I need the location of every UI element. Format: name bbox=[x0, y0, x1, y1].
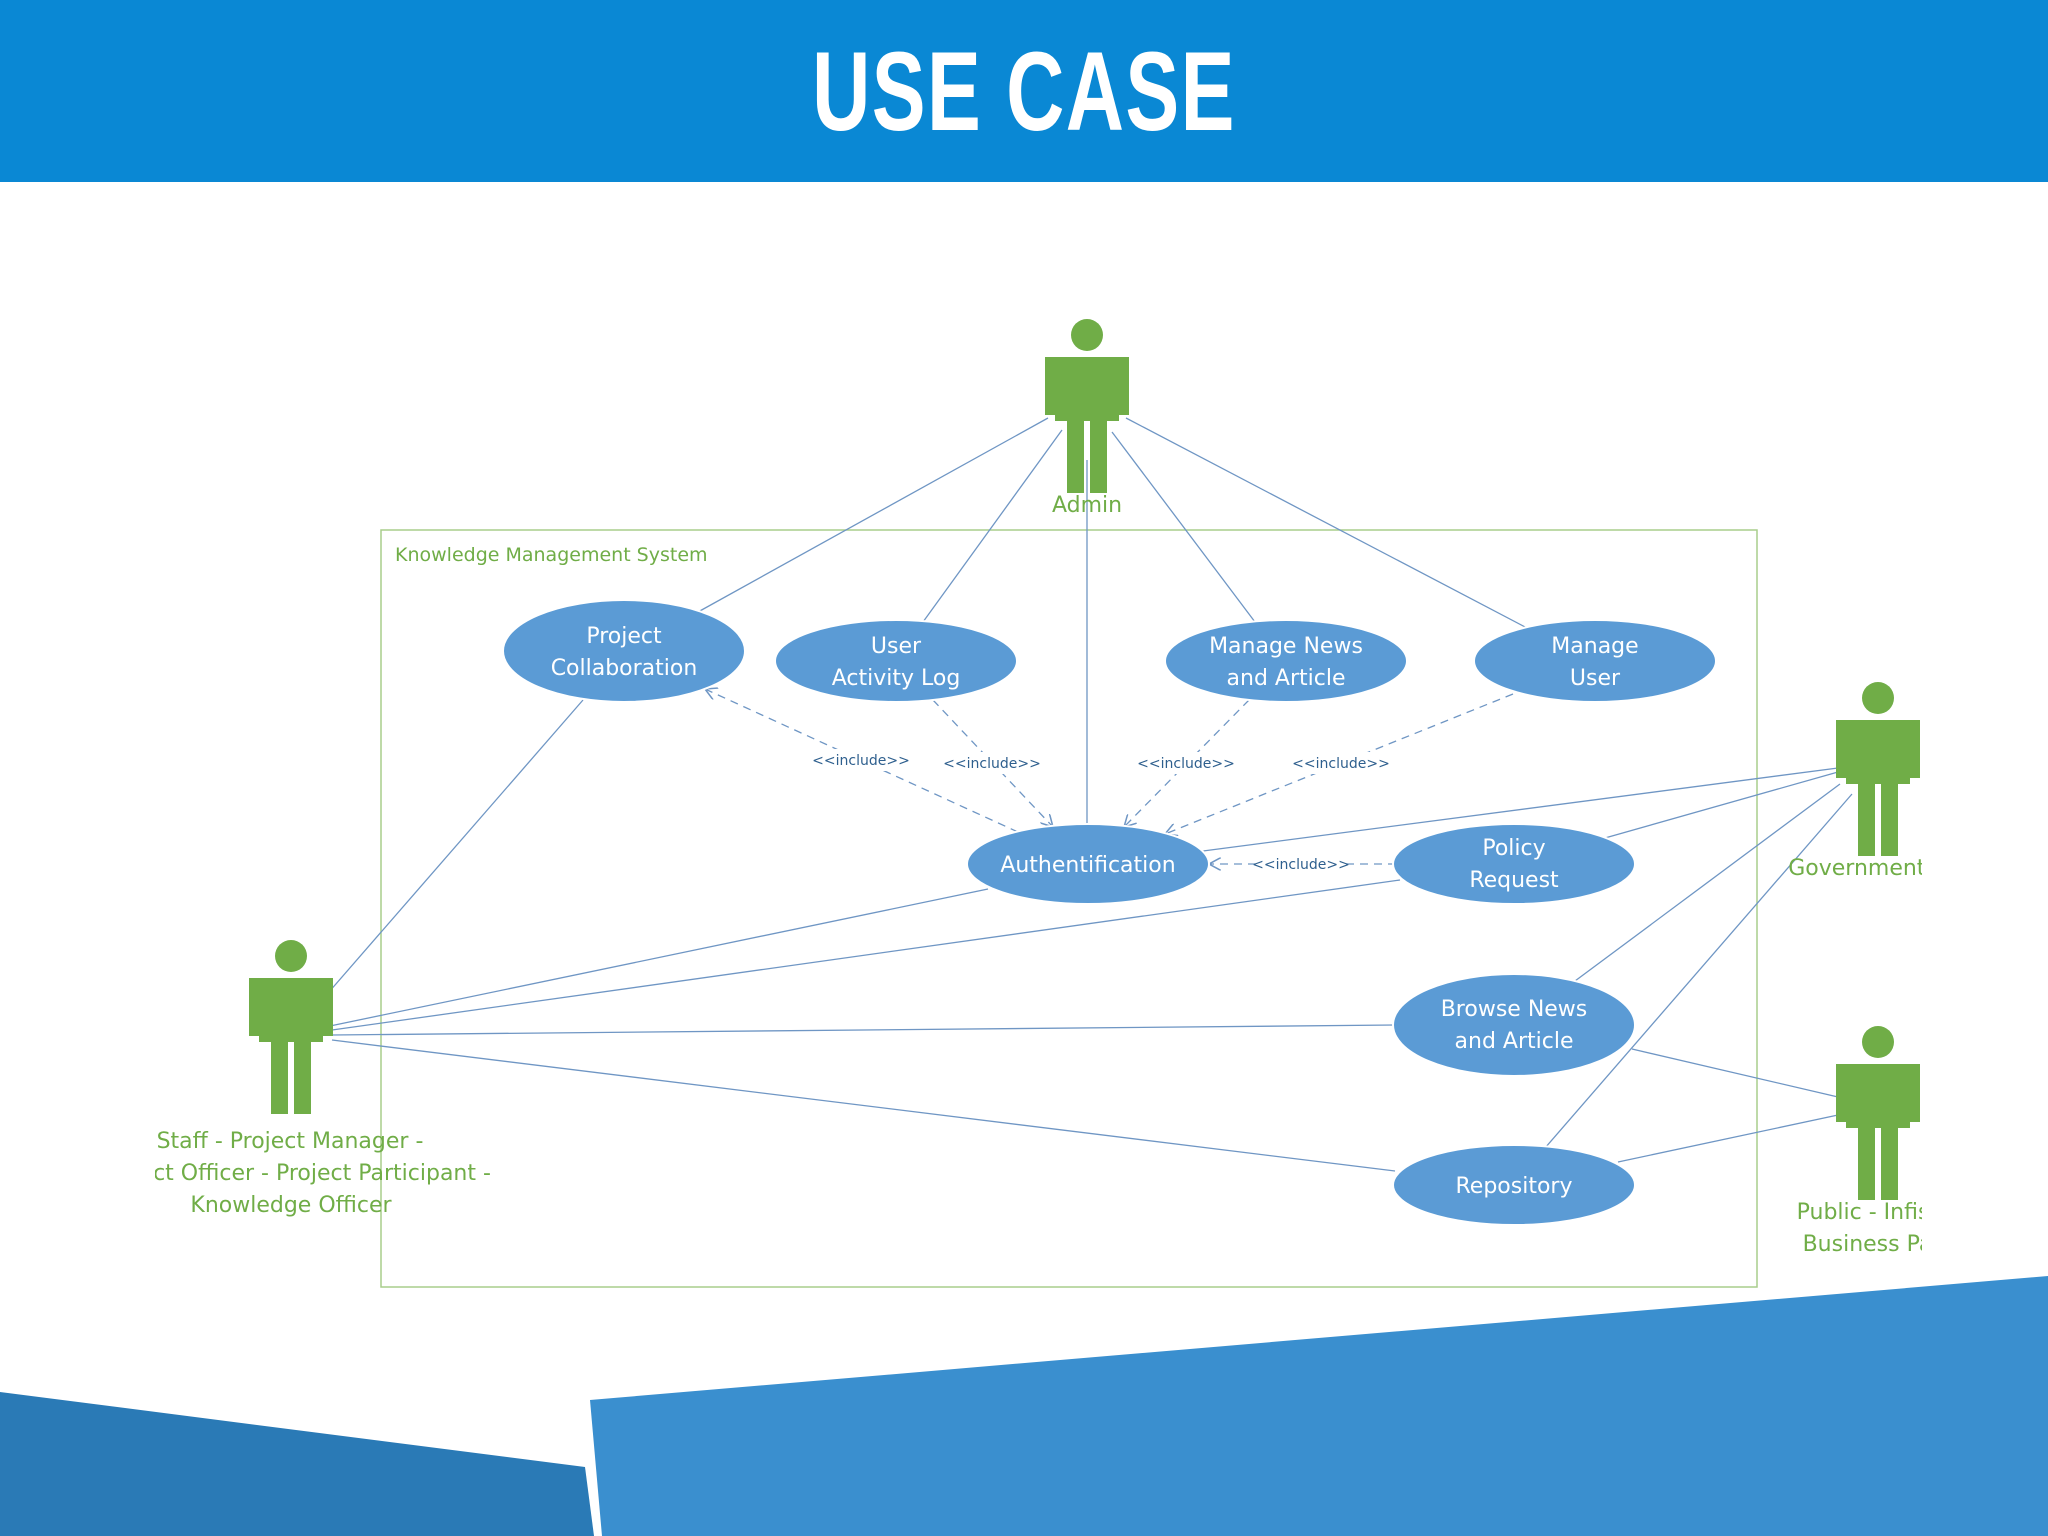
actor-staff[interactable]: Staff - Project Manager - ct Officer - P… bbox=[153, 940, 491, 1218]
include-label-2: <<include>> bbox=[943, 756, 1041, 772]
assoc-admin-project-collab bbox=[697, 417, 1049, 613]
svg-text:Repository: Repository bbox=[1456, 1174, 1573, 1199]
use-case-browse-news[interactable]: Browse News and Article bbox=[1392, 973, 1636, 1077]
assoc-staff-browse-news bbox=[331, 1024, 1396, 1036]
include-label-4: <<include>> bbox=[1292, 756, 1390, 772]
include-label-5: <<include>> bbox=[1252, 857, 1350, 873]
svg-text:User: User bbox=[871, 634, 922, 659]
assoc-public-browse-news bbox=[1631, 1048, 1839, 1098]
assoc-admin-manage-user bbox=[1125, 417, 1528, 629]
svg-text:and Article: and Article bbox=[1227, 666, 1346, 691]
footer-shape-left bbox=[0, 1392, 594, 1536]
public-label-line1: Public - Infish bbox=[1797, 1200, 1944, 1225]
slide-title: USE CASE bbox=[812, 28, 1236, 154]
staff-label-line1: Staff - Project Manager - bbox=[157, 1129, 424, 1154]
assoc-admin-manage-news bbox=[1111, 431, 1256, 623]
actor-admin[interactable]: Admin bbox=[1045, 319, 1129, 518]
assoc-public-repository bbox=[1617, 1114, 1839, 1163]
use-case-manage-user[interactable]: Manage User bbox=[1473, 619, 1717, 703]
actor-public[interactable]: Public - Infish Business Par bbox=[1797, 1026, 1944, 1257]
public-actor-icon bbox=[1836, 1026, 1920, 1200]
assoc-admin-user-activity bbox=[922, 429, 1063, 623]
svg-text:and Article: and Article bbox=[1455, 1029, 1574, 1054]
use-case-user-activity-log[interactable]: User Activity Log bbox=[774, 619, 1018, 703]
association-lines bbox=[321, 417, 1853, 1172]
svg-text:Request: Request bbox=[1469, 868, 1559, 893]
system-label: Knowledge Management System bbox=[395, 544, 708, 566]
header-bar bbox=[0, 0, 2048, 182]
svg-text:Browse News: Browse News bbox=[1441, 997, 1588, 1022]
use-case-authentification[interactable]: Authentification bbox=[966, 823, 1210, 905]
public-label-line2: Business Par bbox=[1803, 1232, 1943, 1257]
assoc-staff-project-collab bbox=[321, 699, 584, 1001]
assoc-staff-policy-request bbox=[331, 879, 1401, 1031]
svg-text:Manage: Manage bbox=[1551, 634, 1638, 659]
svg-text:Project: Project bbox=[586, 624, 662, 649]
use-case-project-collaboration[interactable]: Project Collaboration bbox=[502, 599, 746, 703]
actor-government[interactable]: Government C bbox=[1788, 682, 1948, 881]
assoc-staff-authentification bbox=[329, 888, 989, 1027]
government-actor-icon bbox=[1836, 682, 1920, 856]
use-case-policy-request[interactable]: Policy Request bbox=[1392, 823, 1636, 905]
assoc-gov-policy-request bbox=[1604, 771, 1839, 839]
staff-label-line2: ct Officer - Project Participant - bbox=[153, 1161, 491, 1186]
use-case-manage-news[interactable]: Manage News and Article bbox=[1164, 619, 1408, 703]
svg-text:Policy: Policy bbox=[1482, 836, 1545, 861]
svg-text:Authentification: Authentification bbox=[1000, 853, 1175, 878]
assoc-gov-repository bbox=[1544, 793, 1853, 1149]
system-boundary bbox=[380, 529, 1758, 1288]
include-label-1: <<include>> bbox=[812, 753, 910, 769]
government-label: Government C bbox=[1788, 856, 1948, 881]
staff-label-line3: Knowledge Officer bbox=[190, 1193, 392, 1218]
svg-text:Collaboration: Collaboration bbox=[551, 656, 698, 681]
assoc-staff-repository bbox=[331, 1039, 1396, 1172]
admin-label: Admin bbox=[1052, 493, 1122, 518]
svg-text:Manage News: Manage News bbox=[1209, 634, 1363, 659]
footer-shape-right bbox=[590, 1276, 2048, 1536]
assoc-gov-authentification bbox=[1202, 767, 1839, 852]
svg-text:Activity Log: Activity Log bbox=[832, 666, 961, 691]
include-label-3: <<include>> bbox=[1137, 756, 1235, 772]
staff-actor-icon bbox=[249, 940, 333, 1114]
assoc-gov-browse-news bbox=[1574, 783, 1841, 982]
svg-text:User: User bbox=[1570, 666, 1621, 691]
use-case-repository[interactable]: Repository bbox=[1392, 1144, 1636, 1226]
